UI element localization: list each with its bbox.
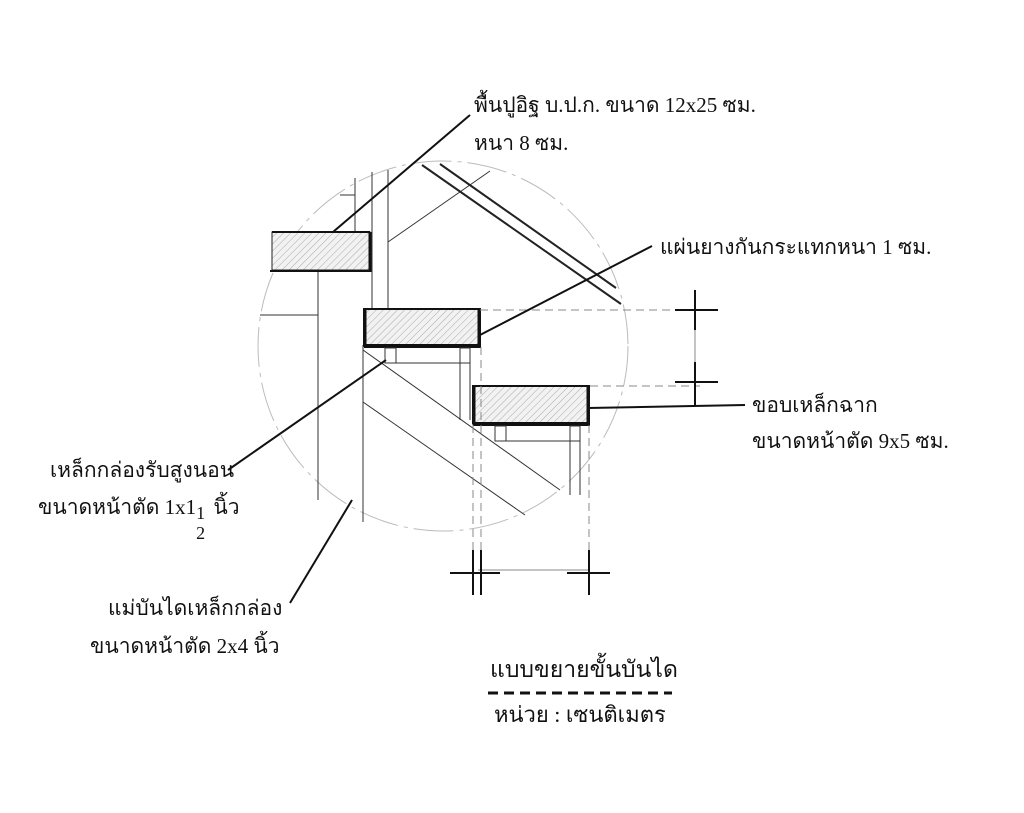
label-floor-line1: พื้นปูอิฐ บ.ป.ก. ขนาด 12x25 ซม. <box>474 93 756 117</box>
dimension-ticks <box>450 290 718 595</box>
label-stringer-line2: ขนาดหน้าตัด 2x4 นิ้ว <box>90 634 280 658</box>
label-box-support-line1: เหล็กกล่องรับสูงนอน <box>50 458 235 482</box>
detail-circle <box>257 160 629 532</box>
label-rubber: แผ่นยางกันกระแทกหนา 1 ซม. <box>660 235 932 259</box>
roof-lines <box>421 163 622 305</box>
box-support-unit: นิ้ว <box>213 495 240 519</box>
label-angle-line1: ขอบเหล็กฉาก <box>752 393 878 417</box>
dimension-lines <box>472 309 700 590</box>
tread-top <box>270 231 372 272</box>
fraction-numerator: 1 <box>196 503 206 523</box>
label-angle-line2: ขนาดหน้าตัด 9x5 ซม. <box>752 429 949 453</box>
label-stringer-line1: แม่บันไดเหล็กกล่อง <box>108 596 283 620</box>
tread-lower <box>472 385 590 442</box>
leader-lines <box>227 114 746 604</box>
dimension-lines-solid <box>478 310 696 571</box>
fraction-denominator: 2 <box>196 523 206 543</box>
label-floor-line2: หนา 8 ซม. <box>474 131 569 155</box>
box-support-size: ขนาดหน้าตัด 1x1 <box>38 495 197 519</box>
tread-middle <box>363 308 481 364</box>
drawing-title: แบบขยายขั้นบันได <box>490 657 678 682</box>
unit-note: หน่วย : เซนติเมตร <box>494 702 666 727</box>
